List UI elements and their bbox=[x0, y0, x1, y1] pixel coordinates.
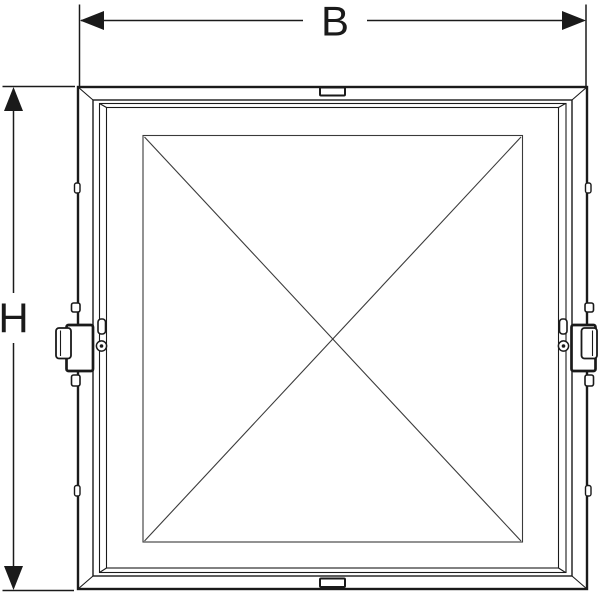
b-dimension: B bbox=[78, 0, 587, 86]
door-panel-face bbox=[142, 134, 524, 543]
left-latch-tab-lower bbox=[70, 374, 81, 387]
left-latch bbox=[55, 182, 108, 497]
left-latch-tab-upper bbox=[70, 302, 81, 313]
left-latch-handle bbox=[55, 327, 72, 360]
top-clip-tab bbox=[319, 86, 346, 97]
right-latch-screw-dot bbox=[561, 344, 566, 348]
right-latch-handle bbox=[580, 327, 598, 360]
width-dimension-label: B bbox=[321, 0, 349, 45]
arrow-up-icon bbox=[4, 87, 23, 111]
right-latch-slot bbox=[558, 318, 568, 335]
arrow-left-icon bbox=[80, 11, 104, 30]
bottom-clip-tab bbox=[319, 577, 346, 588]
right-latch-tab-lower bbox=[584, 374, 595, 387]
door-panel-cross bbox=[142, 134, 524, 543]
frame-gap-line bbox=[98, 102, 567, 574]
cross-diagonal-2 bbox=[144, 136, 522, 542]
arrow-right-icon bbox=[562, 11, 586, 30]
right-latch bbox=[557, 182, 598, 497]
right-latch-tab-upper bbox=[584, 302, 595, 313]
right-frame-nub-upper bbox=[584, 182, 592, 194]
frame-miter-corners bbox=[77, 86, 588, 590]
left-frame-nub-lower bbox=[73, 484, 81, 497]
left-frame-nub-upper bbox=[73, 182, 81, 194]
height-dimension-label: H bbox=[0, 295, 29, 342]
h-dimension: H bbox=[0, 85, 75, 592]
right-frame-nub-lower bbox=[584, 484, 592, 497]
left-latch-screw-dot bbox=[99, 344, 104, 348]
arrow-down-icon bbox=[4, 566, 23, 590]
door-leaf-edge bbox=[105, 106, 560, 569]
left-latch-slot bbox=[97, 318, 107, 335]
